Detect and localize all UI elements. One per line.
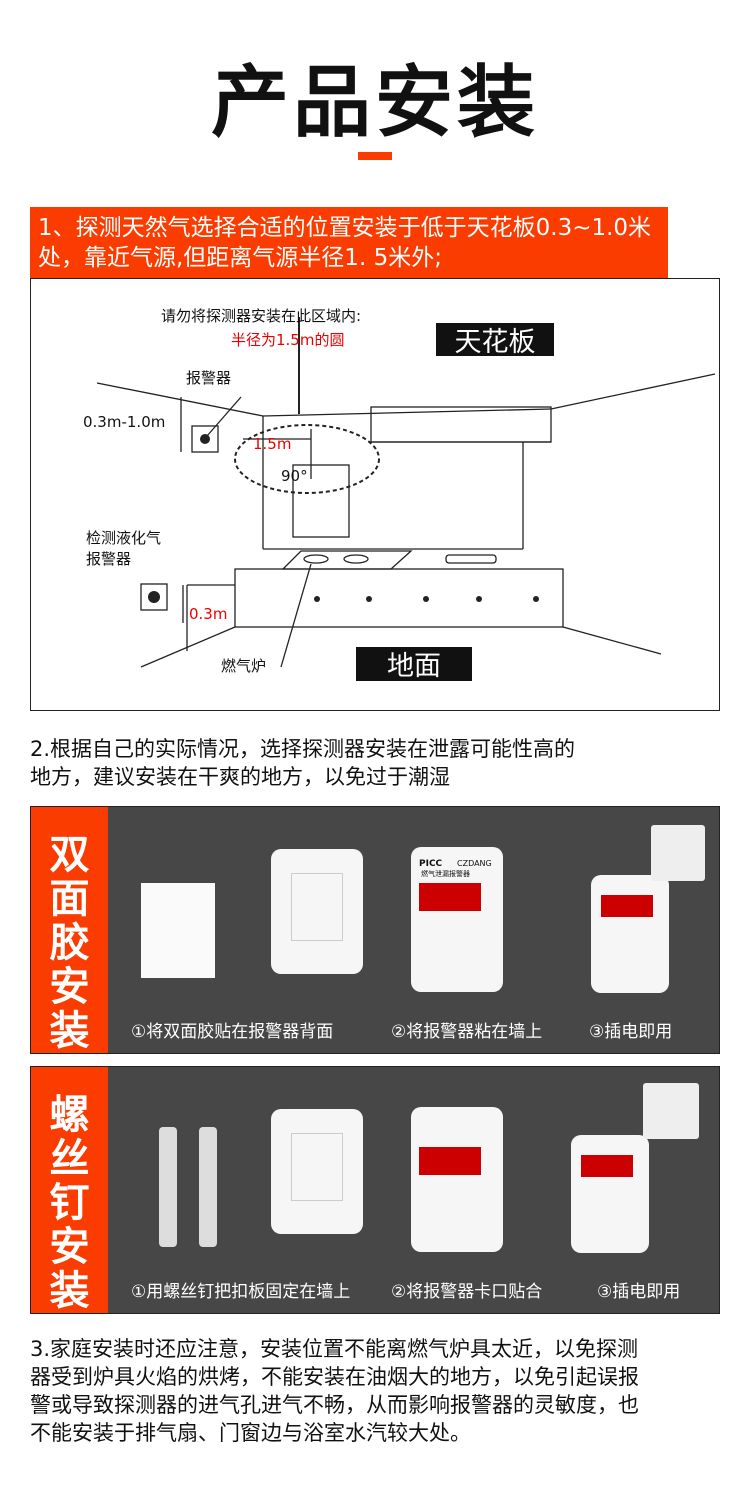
ceiling-label: 天花板 [455,327,536,358]
panel-label: 螺丝钉安装 [31,1067,108,1313]
step3-line: 器受到炉具火焰的烘烤，不能安装在油烟大的地方，以免引起误报 [30,1365,639,1389]
backplate-image [271,1109,363,1234]
ceiling-line-left [96,382,264,417]
height-top-label: 0.3m-1.0m [83,413,165,431]
stove-label: 燃气炉 [221,657,266,675]
step3-line: 不能安装于排气扇、门窗边与浴室水汽较大处。 [30,1421,471,1445]
alarm-device-image [411,1107,503,1252]
lpg-label-1: 检测液化气 [86,529,161,547]
lpg-label-2: 报警器 [86,550,131,568]
caption-2: ②将报警器粘在墙上 [391,1022,543,1042]
device-brand2: CZDANG [457,859,492,868]
caption-1: ①用螺丝钉把扣板固定在墙上 [131,1282,351,1302]
panel-tape-install: 双面胶安装 PICC CZDANG 燃气泄漏报警器 ①将双面胶贴在报警器背面 ②… [30,806,720,1054]
alarm-box-top [191,425,219,453]
step2-line2: 地方，建议安装在干爽的地方，以免过于潮湿 [30,765,450,789]
angle-label: 90° [281,467,308,485]
step2-line1: 2.根据自己的实际情况，选择探测器安装在泄露可能性高的 [30,737,576,761]
step3-line: 3.家庭安装时还应注意，安装位置不能离燃气炉具太近，以免探测 [30,1337,639,1361]
tape-image [141,883,215,978]
page-title: 产品安装 [210,58,539,148]
panel-screw-install: 螺丝钉安装 ①用螺丝钉把扣板固定在墙上 ②将报警器卡口贴合 ③插电即用 [30,1066,720,1314]
stove-top [281,550,413,570]
floor-label: 地面 [387,651,441,682]
caption-3: ③插电即用 [597,1282,681,1302]
step2-text: 2.根据自己的实际情况，选择探测器安装在泄露可能性高的 地方，建议安装在干爽的地… [30,735,575,791]
wall-socket-image [651,825,705,881]
base-cabinet [234,568,564,628]
caption-1: ①将双面胶贴在报警器背面 [131,1022,334,1042]
warning-radius-text: 半径为1.5m的圆 [231,331,344,349]
title-accent-bar [358,152,392,160]
alarm-label: 报警器 [186,369,231,387]
alarm-device-image: PICC CZDANG 燃气泄漏报警器 [411,847,503,992]
warning-text: 请勿将探测器安装在此区域内: [161,307,361,325]
screw-anchor-icon [159,1127,177,1247]
plugged-device-image [591,875,669,993]
step1-line1: 1、探测天然气选择合适的位置安装于低于天花板0.3~1.0米 [38,215,652,241]
plugged-device-image [571,1135,649,1253]
range-hood [292,464,350,538]
radius-label: 1.5m [253,435,291,453]
wall-socket-image [643,1083,699,1139]
installation-diagram: 请勿将探测器安装在此区域内: 半径为1.5m的圆 天花板 地面 报警器 0.3m… [30,278,720,711]
exclusion-circle [234,424,380,494]
panel-label: 双面胶安装 [31,807,108,1053]
screw-anchor-icon [199,1127,217,1247]
step3-text: 3.家庭安装时还应注意，安装位置不能离燃气炉具太近，以免探测 器受到炉具火焰的烘… [30,1335,730,1447]
caption-2: ②将报警器卡口贴合 [391,1282,543,1302]
backplate-image [271,849,363,974]
step3-line: 警或导致探测器的进气孔进气不畅，从而影响报警器的灵敏度，也 [30,1393,639,1417]
ceiling-line-right [550,373,716,410]
height-bottom-label: 0.3m [189,605,227,623]
step1-banner: 1、探测天然气选择合适的位置安装于低于天花板0.3~1.0米 处，靠近气源,但距… [30,207,668,278]
alarm-box-bottom [140,583,168,611]
step1-line2: 处，靠近气源,但距离气源半径1. 5米外; [38,245,442,271]
device-name: 燃气泄漏报警器 [421,870,470,878]
kitchen-diagram: 请勿将探测器安装在此区域内: 半径为1.5m的圆 天花板 地面 报警器 0.3m… [83,307,716,682]
device-brand: PICC [419,859,443,869]
caption-3: ③插电即用 [589,1022,673,1042]
